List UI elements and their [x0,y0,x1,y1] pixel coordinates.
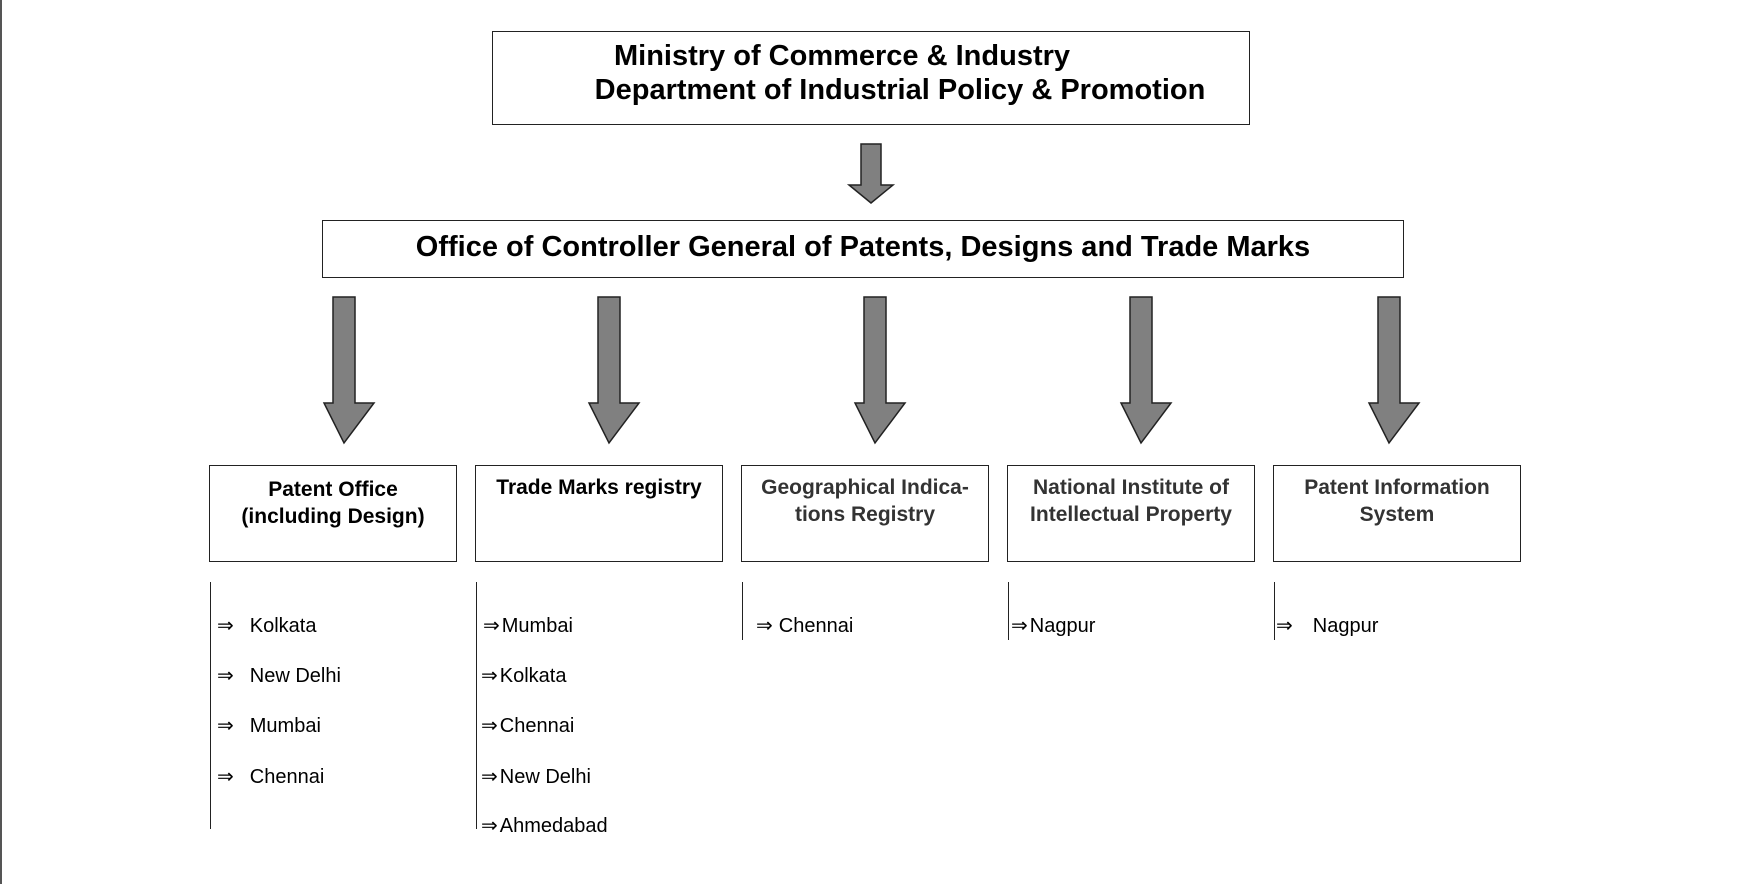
unit-title: Geographical Indica- tions Registry [761,476,969,526]
location-item: ⇒Chennai [756,615,854,637]
unit-box-geographical-indications: Geographical Indica- tions Registry [741,465,989,562]
ministry-box: Ministry of Commerce & Industry Departme… [492,31,1250,125]
unit-title: National Institute of Intellectual Prope… [1030,476,1232,526]
unit-box-patent-info-system: Patent Information System [1273,465,1521,562]
controller-title: Office of Controller General of Patents,… [415,231,1311,263]
unit-box-nat-institute: National Institute of Intellectual Prope… [1007,465,1255,562]
unit-box-patent-office: Patent Office (including Design) [209,465,457,562]
arrow-to-geographical-indications [853,296,907,445]
location-item: ⇒New Delhi [217,665,341,687]
location-list-rule [742,582,743,640]
controller-box: Office of Controller General of Patents,… [322,220,1404,278]
location-list-rule [1008,582,1009,640]
department-title: Department of Industrial Policy & Promot… [594,74,1206,106]
unit-title: Patent Information System [1304,476,1490,526]
location-item: ⇒Nagpur [1011,615,1096,637]
location-item: ⇒Ahmedabad [481,815,608,837]
location-item: ⇒Kolkata [217,615,317,637]
arrow-to-patent-office [322,296,376,445]
location-item: ⇒Nagpur [1276,615,1379,637]
arrow-ministry-to-controller [846,143,896,204]
location-item: ⇒Mumbai [483,615,573,637]
location-list-rule [476,582,477,829]
location-item: ⇒Chennai [217,766,325,788]
location-list-rule [1274,582,1275,640]
unit-box-trade-marks: Trade Marks registry [475,465,723,562]
location-item: ⇒Mumbai [217,715,321,737]
arrow-to-nat-institute [1119,296,1173,445]
location-item: ⇒Chennai [481,715,575,737]
left-border-line [0,0,2,884]
unit-title: Trade Marks registry [496,476,702,499]
location-list-rule [210,582,211,829]
unit-title: Patent Office (including Design) [241,478,425,528]
arrow-to-trade-marks [587,296,641,445]
location-item: ⇒Kolkata [481,665,567,687]
arrow-to-patent-info-system [1367,296,1421,445]
ministry-title: Ministry of Commerce & Industry [613,40,1071,72]
location-item: ⇒New Delhi [481,766,591,788]
